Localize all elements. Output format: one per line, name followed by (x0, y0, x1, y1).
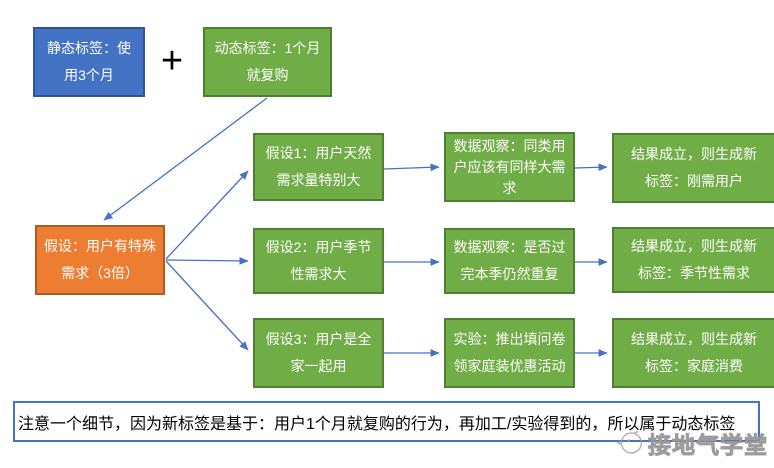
dynamic-label-node: 动态标签：1个月 就复购 (203, 27, 332, 97)
result-1-node: 结果成立，则生成新 标签：刚需用户 (612, 133, 774, 203)
arrow-dynamic-to-root (103, 97, 268, 221)
hypothesis-2-node: 假设2：用户季节 性需求大 (253, 228, 384, 294)
plus-operator: + (160, 39, 184, 82)
result-3-node: 结果成立，则生成新 标签：家庭消费 (612, 318, 774, 388)
observation-1-node: 数据观察：同类用 户应该有同样大需 求 (444, 132, 575, 202)
hypothesis-1-node: 假设1：用户天然 需求量特别大 (253, 133, 384, 201)
experiment-3-node: 实验：推出填问卷 领家庭装优惠活动 (444, 318, 575, 388)
result-2-node: 结果成立，则生成新 标签：季节性需求 (612, 227, 774, 293)
hypothesis-3-node: 假设3：用户是全 家一起用 (253, 318, 384, 388)
static-label-node: 静态标签：使 用3个月 (33, 27, 145, 97)
observation-2-node: 数据观察：是否过 完本季仍然重复 (444, 228, 575, 294)
note-banner: 注意一个细节，因为新标签是基于：用户1个月就复购的行为，再加工/实验得到的，所以… (13, 401, 760, 442)
arrow-root-to-hyp3 (165, 260, 249, 351)
arrow-root-to-hyp2 (165, 256, 249, 265)
arrow-root-to-hyp1 (165, 170, 249, 260)
arrow-obs1-to-res1 (574, 163, 608, 172)
hypothesis-root-node: 假设：用户有特殊 需求（3倍） (35, 225, 165, 295)
arrow-hyp1-to-obs1 (383, 163, 440, 172)
